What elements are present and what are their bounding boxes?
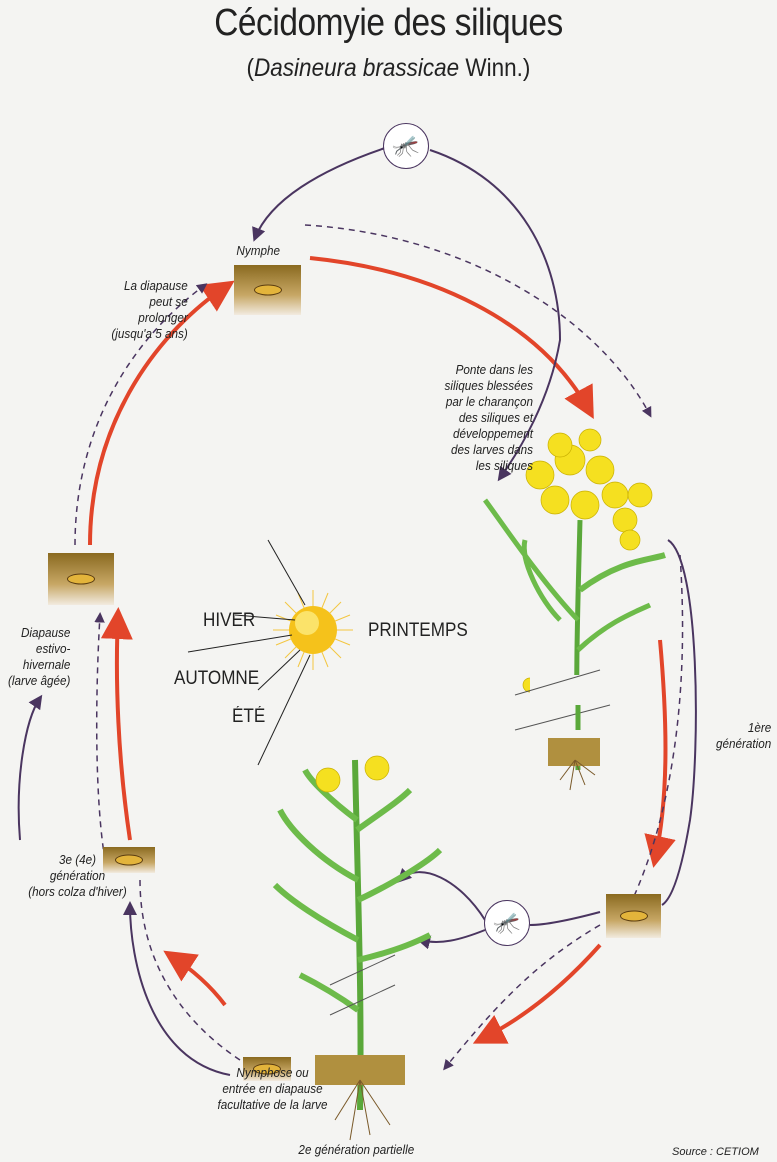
species-subtitle: (Dasineura brassicae Winn.): [246, 54, 531, 82]
season-automne: AUTOMNE: [174, 668, 260, 689]
first-gen-soil-box: [606, 894, 661, 938]
larva-icon: [67, 573, 95, 585]
pupa-icon: [253, 284, 282, 296]
arrow-to-2e-generation: [472, 943, 602, 1044]
flowering-colza-plant: [482, 428, 666, 791]
arrow-nymphe-to-ponte: [309, 256, 594, 420]
nymphose-soil-box: [243, 1057, 291, 1081]
adult-midge-icon-2: 🦟: [484, 900, 530, 946]
third-gen-soil-box: [103, 847, 155, 873]
arrow-plant-to-box: [163, 950, 227, 1007]
larva-icon-3: [619, 910, 648, 922]
arrow-1ere-generation: [644, 639, 676, 868]
arrow-3e-to-diapause: [100, 607, 133, 841]
sun-icon: [273, 590, 353, 670]
season-ete: ÉTÉ: [232, 706, 266, 727]
season-printemps: PRINTEMPS: [368, 620, 468, 641]
season-hiver: HIVER: [203, 610, 256, 631]
label-nymphe: Nymphe: [236, 243, 281, 258]
diapause-soil-box: [48, 553, 114, 605]
larva-icon-4: [253, 1063, 281, 1075]
young-colza-plant: [272, 755, 443, 1141]
nymphe-soil-box: [234, 265, 301, 315]
label-3e-generation: 3e (4e)génération(hors colza d'hiver): [28, 852, 127, 899]
source-credit: Source : CETIOM: [672, 1146, 759, 1158]
larva-icon-2: [115, 854, 143, 866]
arrow-diapause-to-nymphe: [88, 280, 235, 546]
label-2e-generation: 2e génération partielle: [298, 1142, 415, 1157]
adult-midge-icon: 🦟: [383, 123, 429, 169]
page-title: Cécidomyie des siliques: [214, 2, 563, 44]
